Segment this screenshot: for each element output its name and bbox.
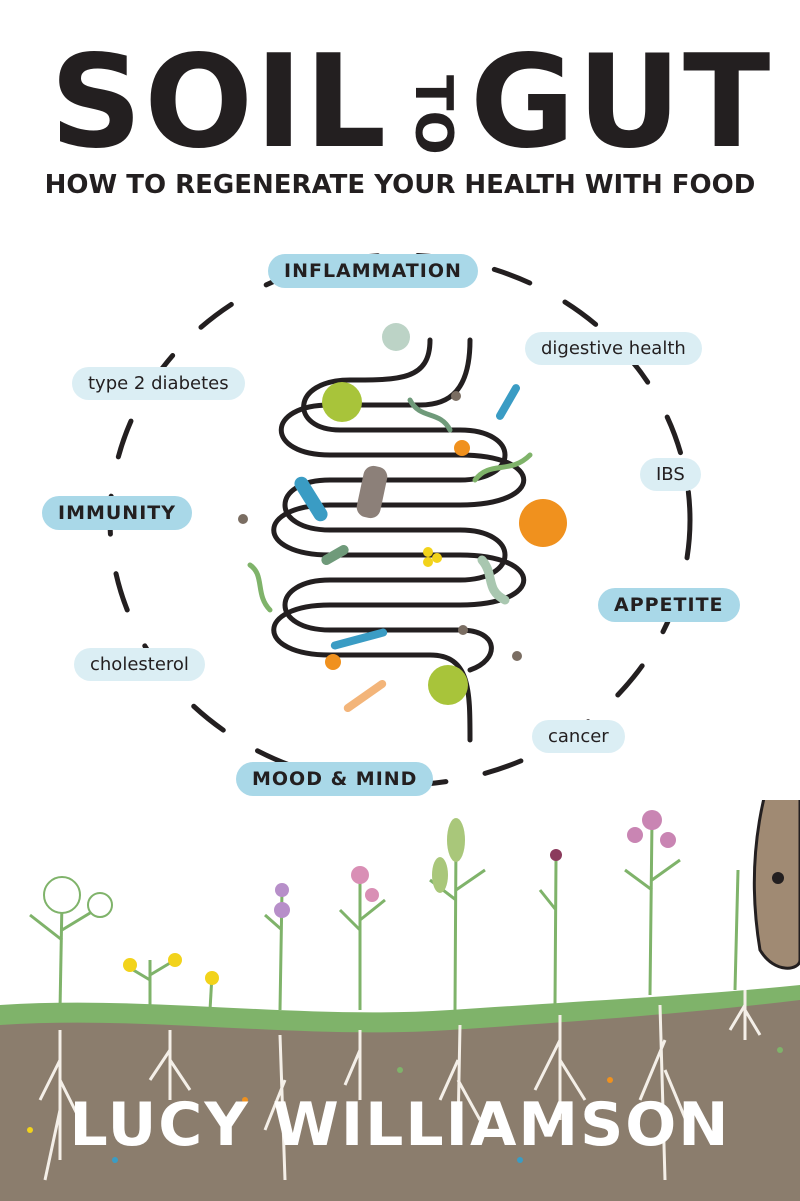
author-name: LUCY WILLIAMSON [69, 1090, 731, 1160]
tag-type2-diabetes: type 2 diabetes [72, 367, 245, 400]
title-gut: GUT [470, 28, 773, 177]
soil-scene [0, 800, 800, 1201]
title: SOIL TO GUT [0, 38, 800, 168]
tag-cancer: cancer [532, 720, 625, 753]
tag-digestive-health: digestive health [525, 332, 702, 365]
tag-cholesterol: cholesterol [74, 648, 205, 681]
soil-specks [27, 1047, 783, 1163]
tag-immunity: IMMUNITY [42, 496, 193, 530]
flower-heads [43, 810, 676, 985]
roots-illustration [38, 990, 762, 1181]
title-soil: SOIL [50, 28, 389, 177]
gut-diagram: INFLAMMATION digestive health type 2 dia… [0, 230, 800, 830]
intestine-icon [271, 337, 526, 743]
title-to: TO [403, 75, 463, 155]
soil-layer [0, 990, 800, 1201]
grass-strip [0, 985, 800, 1033]
tag-mood-mind: MOOD & MIND [236, 762, 434, 796]
microbe-icons [238, 323, 567, 713]
tag-ibs: IBS [640, 458, 701, 491]
plants-illustration [29, 819, 740, 1011]
tag-inflammation: INFLAMMATION [268, 254, 478, 288]
cow-head-illustration [752, 800, 800, 970]
gut-illustration [107, 252, 693, 788]
tag-appetite: APPETITE [598, 588, 740, 622]
subtitle: HOW TO REGENERATE YOUR HEALTH WITH FOOD [44, 170, 756, 200]
